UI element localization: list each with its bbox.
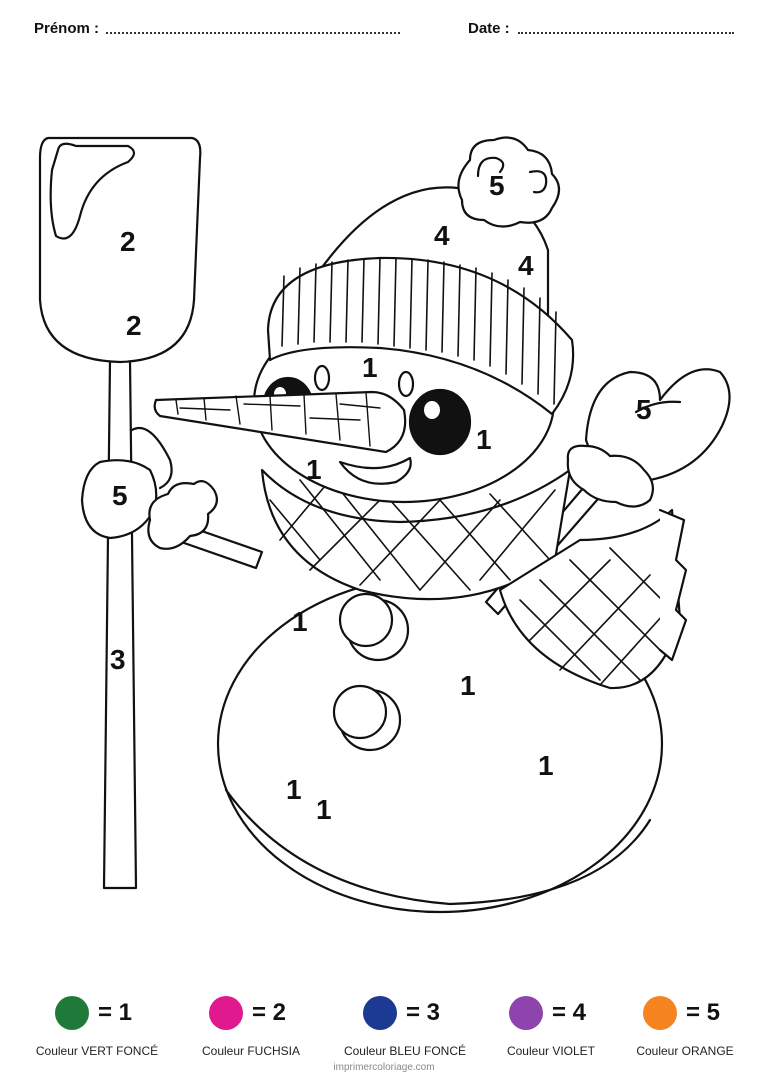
number-handle: 3 bbox=[110, 644, 126, 675]
coloring-drawing: 2 2 3 5 5 4 4 1 1 1 5 1 1 1 1 1 bbox=[38, 136, 731, 914]
number-body-left: 1 bbox=[292, 606, 308, 637]
left-mitten bbox=[80, 459, 158, 540]
legend-item-2: = 2 Couleur FUCHSIA bbox=[176, 990, 326, 1060]
legend-eq-5: = 5 bbox=[686, 999, 721, 1026]
date-field-dots bbox=[518, 32, 734, 34]
legend-caption-2: Couleur FUCHSIA bbox=[201, 1044, 301, 1058]
shovel-blade bbox=[38, 136, 202, 364]
number-shovel-bottom: 2 bbox=[126, 310, 142, 341]
date-label: Date : bbox=[468, 20, 510, 37]
number-body-mid: 1 bbox=[460, 670, 476, 701]
color-swatch-3 bbox=[363, 996, 397, 1030]
color-swatch-4 bbox=[509, 996, 543, 1030]
right-eye bbox=[408, 388, 472, 456]
number-shovel-top: 2 bbox=[120, 226, 136, 257]
number-forehead: 1 bbox=[362, 352, 378, 383]
legend-caption-3: Couleur BLEU FONCÉ bbox=[343, 1044, 467, 1058]
name-field-dots bbox=[106, 32, 400, 34]
snowman-icon bbox=[38, 136, 731, 914]
worksheet-header: Prénom : Date : bbox=[0, 20, 768, 44]
number-left-mitten: 5 bbox=[112, 480, 128, 511]
legend-eq-1: = 1 bbox=[98, 999, 133, 1026]
legend-eq-4: = 4 bbox=[552, 999, 587, 1026]
hat-pompom bbox=[457, 136, 561, 228]
legend-eq-2: = 2 bbox=[252, 999, 287, 1026]
number-body-low-b: 1 bbox=[316, 794, 332, 825]
legend-item-1: = 1 Couleur VERT FONCÉ bbox=[22, 990, 172, 1060]
hat-band bbox=[266, 256, 575, 416]
number-body-low-a: 1 bbox=[286, 774, 302, 805]
legend-caption-4: Couleur VIOLET bbox=[506, 1044, 596, 1058]
number-body-right: 1 bbox=[538, 750, 554, 781]
legend-caption-1: Couleur VERT FONCÉ bbox=[35, 1044, 159, 1058]
number-right-mitten: 5 bbox=[636, 394, 652, 425]
color-swatch-1 bbox=[55, 996, 89, 1030]
legend-item-5: = 5 Couleur ORANGE bbox=[610, 990, 760, 1060]
color-legend: = 1 Couleur VERT FONCÉ = 2 Couleur FUCHS… bbox=[0, 990, 768, 1060]
number-hat-pompom: 5 bbox=[489, 170, 505, 201]
carrot-nose bbox=[153, 390, 407, 454]
number-right-cheek: 1 bbox=[476, 424, 492, 455]
footer-site: imprimercoloriage.com bbox=[333, 1062, 435, 1073]
legend-eq-3: = 3 bbox=[406, 999, 441, 1026]
legend-caption-5: Couleur ORANGE bbox=[636, 1044, 734, 1058]
number-hat-upper: 4 bbox=[434, 220, 450, 251]
name-label: Prénom : bbox=[34, 20, 100, 37]
legend-item-3: = 3 Couleur BLEU FONCÉ bbox=[330, 990, 480, 1060]
legend-item-4: = 4 Couleur VIOLET bbox=[476, 990, 626, 1060]
number-hat-lower: 4 bbox=[518, 250, 534, 281]
color-swatch-2 bbox=[209, 996, 243, 1030]
number-left-cheek: 1 bbox=[306, 454, 322, 485]
color-swatch-5 bbox=[643, 996, 677, 1030]
shovel-handle bbox=[102, 358, 138, 890]
